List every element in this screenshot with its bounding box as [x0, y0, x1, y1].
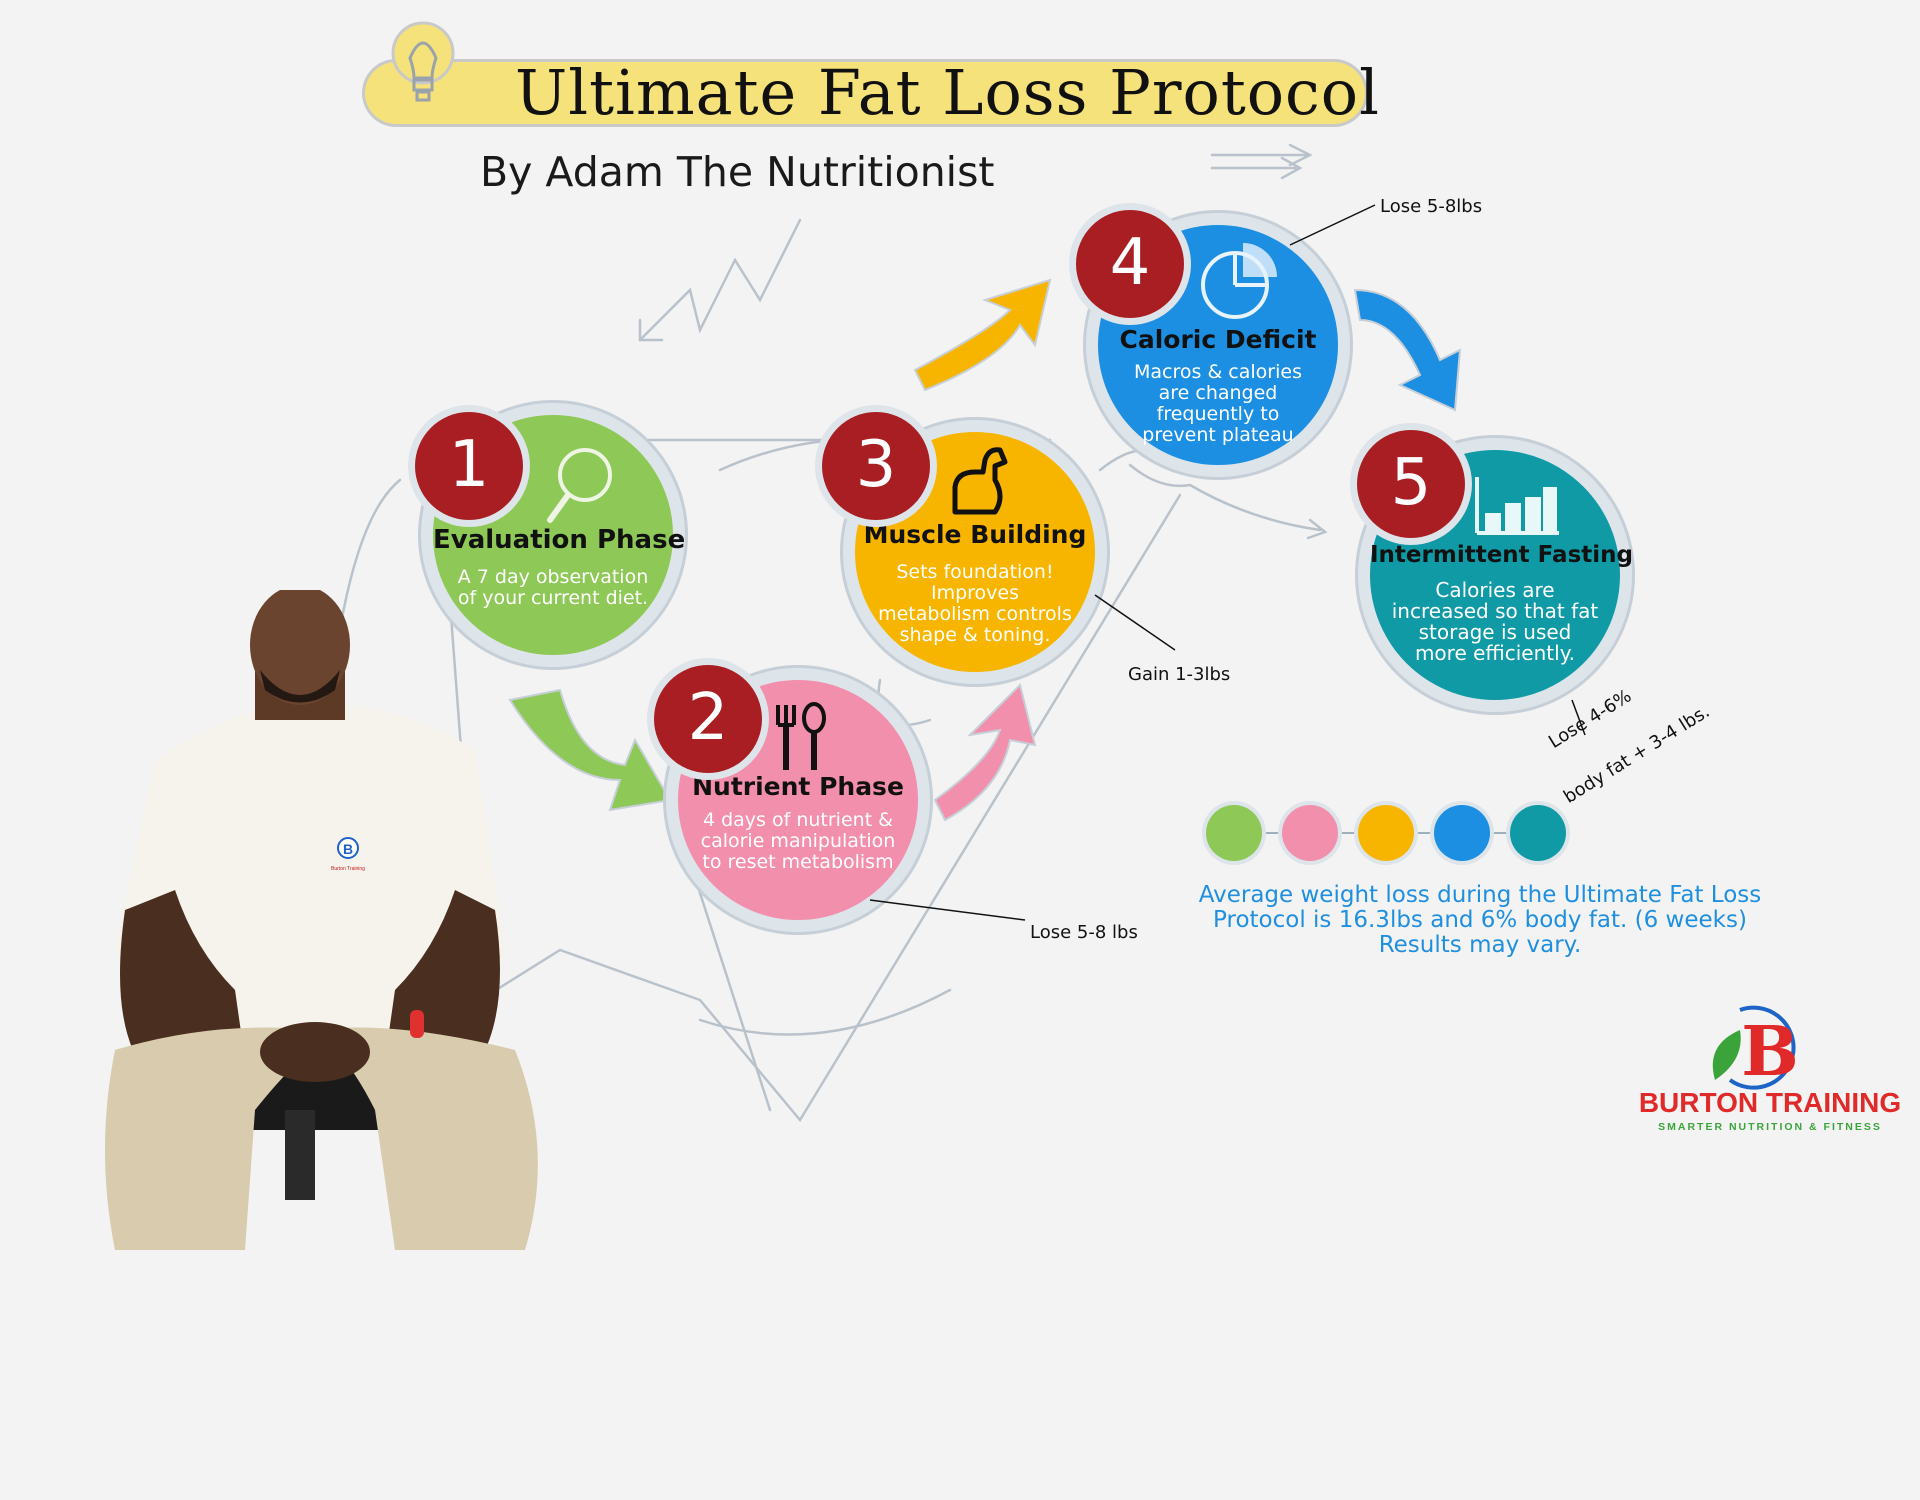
page-title: Ultimate Fat Loss Protocol [515, 56, 1380, 129]
step-5-description: Calories are increased so that fat stora… [1391, 578, 1599, 665]
legend-dot-yellow [1358, 805, 1414, 861]
bar-chart-icon [1475, 477, 1559, 535]
summary-text: Average weight loss during the Ultimate … [1150, 883, 1810, 958]
legend-dot-pink [1282, 805, 1338, 861]
step-3-description: Sets foundation! Improves metabolism con… [878, 561, 1072, 646]
step-4-badge: 4 [1076, 210, 1184, 318]
step-1-badge: 1 [415, 412, 523, 520]
step-4-callout: Lose 5-8lbs [1380, 196, 1483, 217]
legend-dot-green [1206, 805, 1262, 861]
step-4-title: Caloric Deficit [1119, 325, 1317, 354]
summary-line-1: Average weight loss during the Ultimate … [1198, 882, 1762, 908]
step-5-badge: 5 [1357, 430, 1465, 538]
flexed-arm-icon [952, 447, 1008, 515]
step-5-title: Intermittent Fasting [1370, 542, 1633, 568]
shirt-logo-letter: B [343, 841, 353, 857]
person-photo: B Burton Training [105, 590, 538, 1250]
logo-letter: B [1741, 1012, 1798, 1092]
arrow-4-to-5 [1353, 288, 1462, 412]
arrow-3-to-4 [913, 278, 1052, 392]
arrow-1-to-2 [508, 688, 672, 812]
summary-line-3: Results may vary. [1378, 932, 1582, 958]
step-2-description: 4 days of nutrient & calorie manipulatio… [700, 809, 896, 873]
byline: By Adam The Nutritionist [480, 148, 995, 196]
logo-name: BURTON TRAINING [1639, 1087, 1901, 1118]
step-3-title: Muscle Building [863, 520, 1087, 549]
burton-training-logo: B BURTON TRAINING SMARTER NUTRITION & FI… [1639, 1005, 1901, 1133]
logo-tagline: SMARTER NUTRITION & FITNESS [1658, 1121, 1882, 1133]
fork-spoon-icon [776, 702, 826, 770]
lightbulb-icon [391, 21, 455, 102]
step-2-title: Nutrient Phase [692, 772, 904, 801]
magnifier-icon [547, 448, 612, 523]
title-banner-background [365, 62, 1365, 124]
pie-chart-icon [1201, 243, 1277, 319]
step-1-circle: Evaluation Phase A 7 day observation of … [433, 415, 686, 655]
legend-dot-blue [1434, 805, 1490, 861]
step-4-description: Macros & calories are changed frequently… [1134, 361, 1302, 446]
title-banner: Ultimate Fat Loss Protocol [365, 52, 1380, 134]
legend-dot-teal [1510, 805, 1566, 861]
step-2-callout: Lose 5-8 lbs [1030, 922, 1138, 943]
step-2-badge: 2 [654, 665, 762, 773]
summary-line-2: Protocol is 16.3lbs and 6% body fat. (6 … [1213, 907, 1747, 933]
step-3-badge: 3 [822, 412, 930, 520]
arrow-2-to-3 [933, 683, 1037, 822]
step-1-description: A 7 day observation of your current diet… [457, 566, 649, 609]
step-1-title: Evaluation Phase [433, 525, 686, 555]
step-3-callout: Gain 1-3lbs [1128, 664, 1231, 685]
shirt-logo-text: Burton Training [331, 866, 365, 872]
